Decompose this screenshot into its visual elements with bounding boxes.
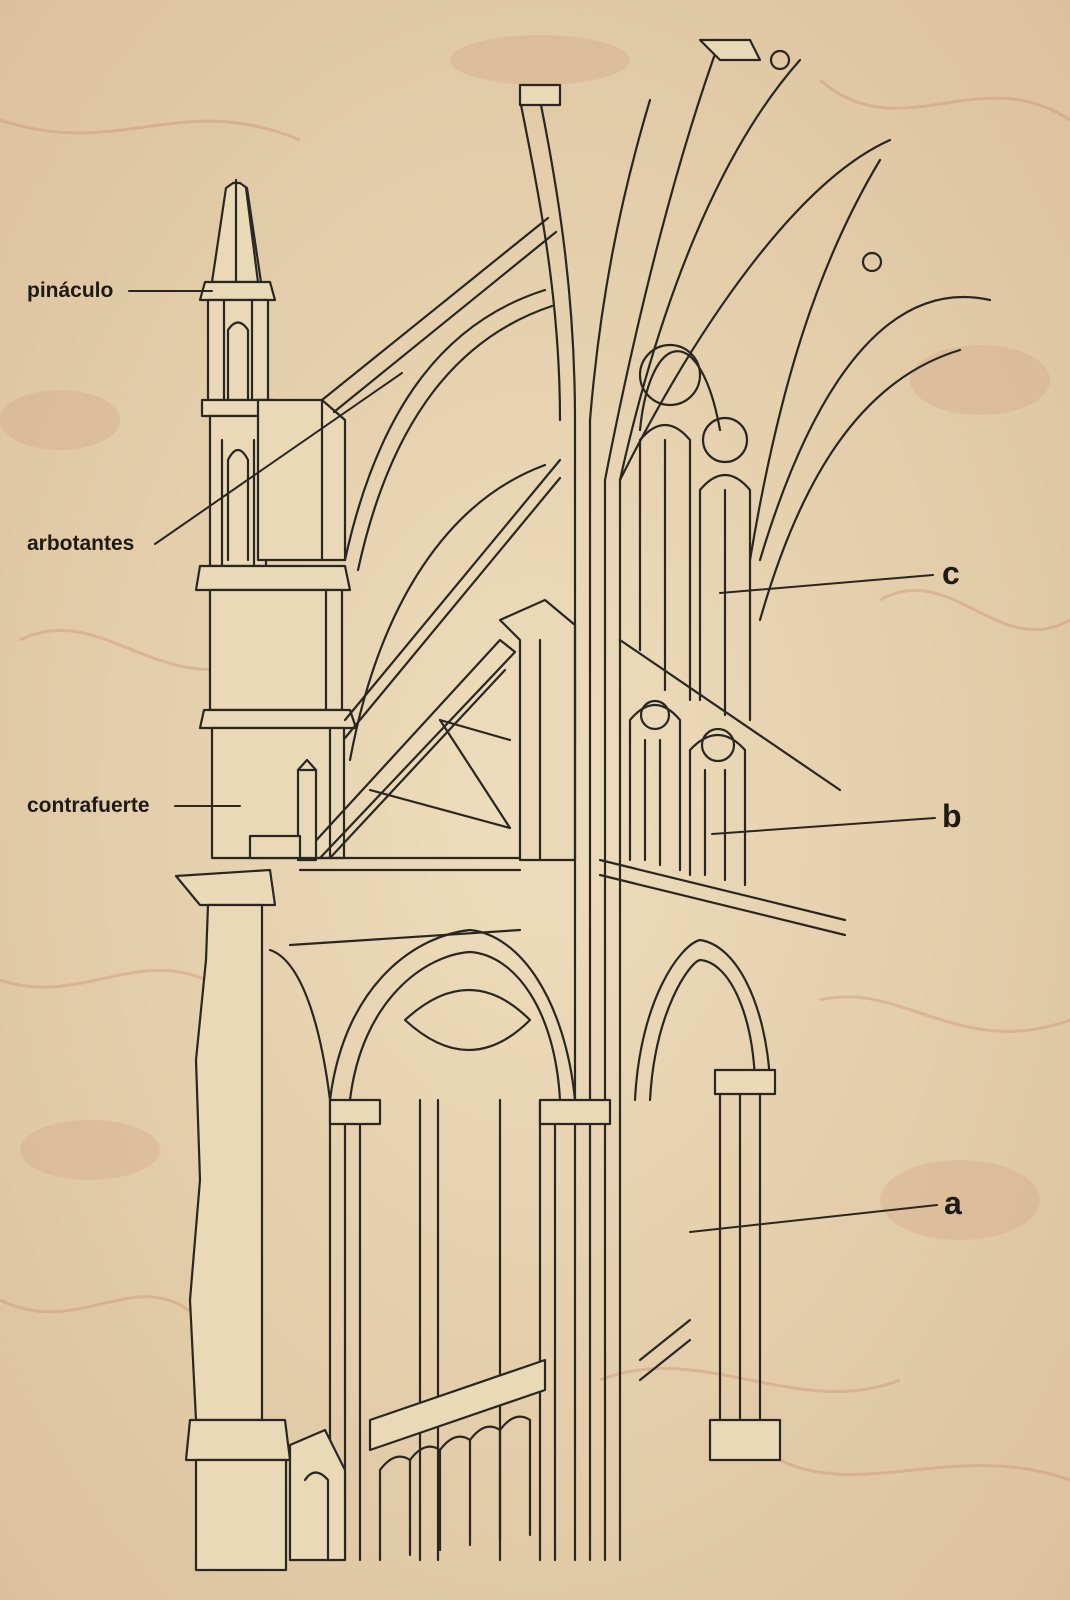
aisle-roof-truss xyxy=(248,638,522,872)
central-pier xyxy=(498,83,652,1562)
pinnacle-drawing xyxy=(198,178,277,568)
nave-vaults xyxy=(603,38,992,622)
flying-buttresses-drawing xyxy=(320,216,562,762)
buttress-drawing xyxy=(174,398,358,1572)
clerestory-drawing xyxy=(618,343,842,792)
main-arcade-drawing xyxy=(268,928,782,1562)
label-arcade-a: a xyxy=(944,1185,962,1221)
label-triforium-b: b xyxy=(942,798,962,834)
triforium-drawing xyxy=(598,699,847,937)
label-pinnacle: pináculo xyxy=(27,279,114,302)
aisle-wall-drawing xyxy=(288,1358,547,1562)
label-leader-lines xyxy=(128,290,938,1233)
label-flying-buttresses: arbotantes xyxy=(27,532,135,555)
label-buttress: contrafuerte xyxy=(27,794,150,817)
label-clerestory-c: c xyxy=(942,555,960,591)
